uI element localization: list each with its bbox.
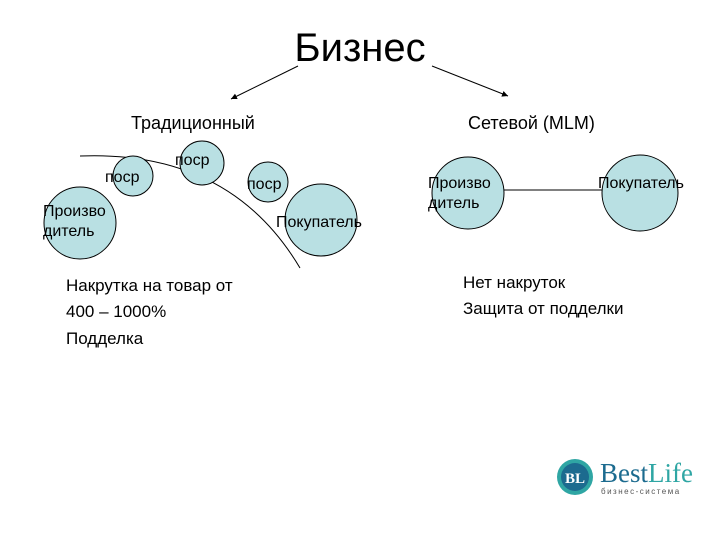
mlm-producer-label: Произво дитель (428, 175, 491, 212)
trad-note-1: Накрутка на товар от (66, 276, 233, 295)
trad-note-2: 400 – 1000% (66, 302, 167, 321)
mlm-buyer-node (601, 154, 679, 232)
arrow-to-traditional (230, 65, 299, 100)
mlm-note-2: Защита от подделки (463, 299, 624, 318)
trad-producer-label: Произво дитель (43, 203, 106, 240)
trad-intermediary-node-3 (247, 161, 289, 203)
bestlife-logo: BL BestLife бизнес-система (556, 452, 696, 502)
traditional-label: Традиционный (131, 113, 255, 133)
trad-intermediary-label-3: поср (247, 176, 282, 193)
trad-buyer-node (284, 183, 358, 257)
trad-intermediary-label-1: поср (105, 169, 140, 186)
trad-buyer-label: Покупатель (276, 214, 362, 231)
page-title: Бизнес (294, 26, 426, 70)
trad-intermediary-node-1 (112, 155, 154, 197)
arrow-to-network (431, 65, 509, 97)
mlm-producer-node (431, 156, 505, 230)
logo-name: BestLife (600, 458, 693, 488)
logo-mark-icon: BL (557, 459, 593, 495)
trad-intermediary-label-2: поср (175, 152, 210, 169)
mlm-buyer-label: Покупатель (598, 175, 684, 192)
traditional-notes: Накрутка на товар от 400 – 1000% Подделк… (66, 273, 233, 352)
logo-mark-text: BL (565, 471, 585, 487)
trad-note-3: Подделка (66, 329, 144, 348)
logo-subtitle: бизнес-система (601, 487, 681, 496)
network-label: Сетевой (MLM) (468, 113, 595, 133)
mlm-note-1: Нет накруток (463, 273, 566, 292)
logo-name-best: Best (600, 458, 649, 488)
network-notes: Нет накруток Защита от подделки (463, 270, 623, 322)
trad-intermediary-node-2 (179, 140, 225, 186)
logo-name-life: Life (648, 458, 693, 488)
trad-producer-node (43, 186, 117, 260)
